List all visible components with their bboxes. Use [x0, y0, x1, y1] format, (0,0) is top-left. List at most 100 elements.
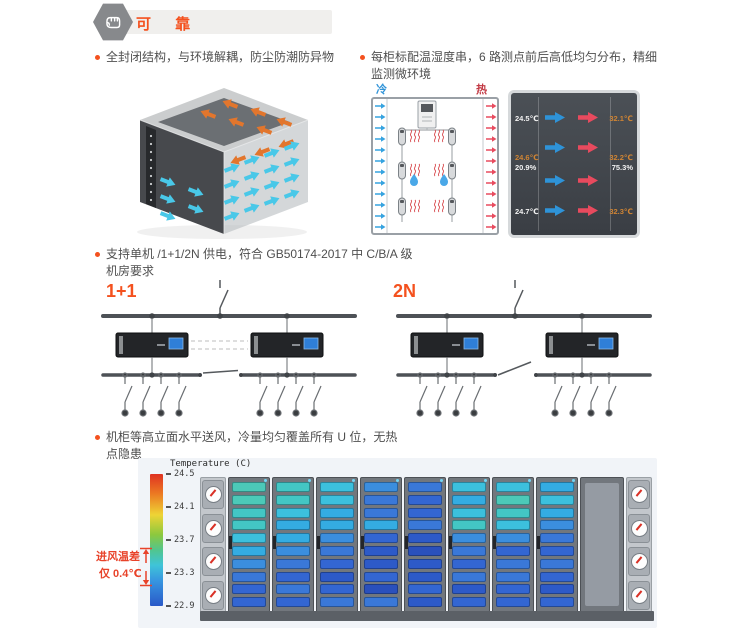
- server-node: [320, 520, 354, 531]
- power-diagram-1p1: [101, 280, 357, 417]
- arrow-row: [545, 174, 600, 187]
- section-title: 可 靠: [136, 16, 201, 33]
- bullet-text-airflow: 机柜等高立面水平送风，冷量均匀覆盖所有 U 位，无热点隐患: [106, 430, 398, 461]
- server-node: [540, 533, 574, 544]
- server-node: [408, 482, 442, 492]
- arrow-row: [545, 111, 600, 124]
- parallel-link-dashed: [191, 340, 248, 350]
- legend-tick: 24.1: [166, 502, 194, 512]
- server-node: [452, 597, 486, 608]
- legend-title: Temperature (C): [170, 459, 252, 469]
- server-node: [232, 494, 266, 505]
- feeders: [416, 372, 617, 417]
- fan-gauge: [628, 547, 650, 577]
- server-node: [408, 494, 442, 505]
- server-node: [540, 545, 574, 556]
- server-node: [276, 482, 310, 492]
- ups-unit: [410, 332, 484, 358]
- server-rack: [228, 477, 270, 613]
- server-node: [408, 558, 442, 569]
- power-scheme-label-1p1: 1+1: [106, 281, 137, 301]
- power-diagram-2n: [396, 280, 652, 417]
- temp-reading: 24.5℃: [515, 114, 539, 123]
- server-node: [408, 507, 442, 518]
- bullet-dot: [360, 55, 365, 60]
- hot-arrow-icon: [578, 112, 598, 123]
- fan-gauge: [628, 480, 650, 510]
- server-node: [232, 482, 266, 492]
- server-node: [320, 545, 354, 556]
- temperature-colorbar: [150, 474, 163, 606]
- server-node: [320, 597, 354, 608]
- server-node: [408, 597, 442, 608]
- server-node: [452, 545, 486, 556]
- server-node: [364, 533, 398, 544]
- sealed-cabinet-illustration: [137, 88, 309, 239]
- server-node: [320, 571, 354, 582]
- server-node: [496, 558, 530, 569]
- cold-arrow-icon: [545, 112, 565, 123]
- hot-arrow-icon: [578, 175, 598, 186]
- cold-label: 冷: [376, 82, 387, 96]
- fist-icon: [93, 3, 133, 41]
- server-node: [232, 558, 266, 569]
- rack-row: [200, 477, 654, 613]
- server-node: [276, 558, 310, 569]
- server-node: [540, 482, 574, 492]
- temp-reading: 32.1℃: [609, 114, 633, 123]
- cold-arrow-icon: [545, 205, 565, 216]
- fan-gauge: [628, 513, 650, 543]
- server-node: [408, 571, 442, 582]
- hot-arrow-icon: [578, 142, 598, 153]
- power-scheme-label-2n: 2N: [393, 281, 417, 301]
- server-node: [364, 545, 398, 556]
- temp-reading: 24.7℃: [515, 207, 539, 216]
- server-node: [364, 520, 398, 531]
- server-rack: [316, 477, 358, 613]
- rack-lineup: [228, 477, 578, 613]
- server-node: [452, 584, 486, 595]
- server-node: [496, 533, 530, 544]
- temp-reading: 24.6℃: [515, 153, 539, 162]
- bullet-text-power: 支持单机 /1+1/2N 供电，符合 GB50174-2017 中 C/B/A …: [106, 247, 413, 278]
- server-node: [540, 507, 574, 518]
- server-node: [364, 558, 398, 569]
- server-node: [452, 482, 486, 492]
- server-node: [496, 482, 530, 492]
- fan-gauge: [202, 547, 224, 577]
- hot-label: 热: [476, 82, 487, 96]
- temp-reading: 32.3℃: [609, 207, 633, 216]
- rack-base: [200, 611, 654, 621]
- bullet-text-sensors: 每柜标配温湿度串，6 路测点前后高低均匀分布，精细监测微环境: [371, 50, 658, 81]
- legend-tick: 22.9: [166, 601, 194, 611]
- server-node: [452, 571, 486, 582]
- arrow-row: [545, 204, 600, 217]
- tie-switch-closed: [202, 369, 239, 374]
- gauge-column: [200, 477, 226, 613]
- gauge-column: [626, 477, 652, 613]
- tie-switch-open: [497, 361, 532, 376]
- server-node: [276, 571, 310, 582]
- legend-tick: 24.5: [166, 469, 194, 479]
- fan-gauge: [202, 580, 224, 610]
- sensor-layout-diagram: 冷 热: [371, 82, 499, 235]
- server-node: [540, 520, 574, 531]
- server-rack: [536, 477, 578, 613]
- server-node: [364, 494, 398, 505]
- server-node: [320, 482, 354, 492]
- server-node: [496, 597, 530, 608]
- server-rack: [448, 477, 490, 613]
- fan-gauge: [202, 480, 224, 510]
- server-node: [408, 584, 442, 595]
- server-node: [496, 507, 530, 518]
- server-rack: [360, 477, 402, 613]
- server-node: [364, 597, 398, 608]
- empty-rack: [580, 477, 624, 613]
- humidity-reading: 75.3%: [611, 163, 633, 172]
- cold-arrow-icon: [545, 142, 565, 153]
- server-node: [408, 533, 442, 544]
- server-node: [276, 533, 310, 544]
- server-node: [232, 597, 266, 608]
- humidity-droplets: [410, 174, 448, 186]
